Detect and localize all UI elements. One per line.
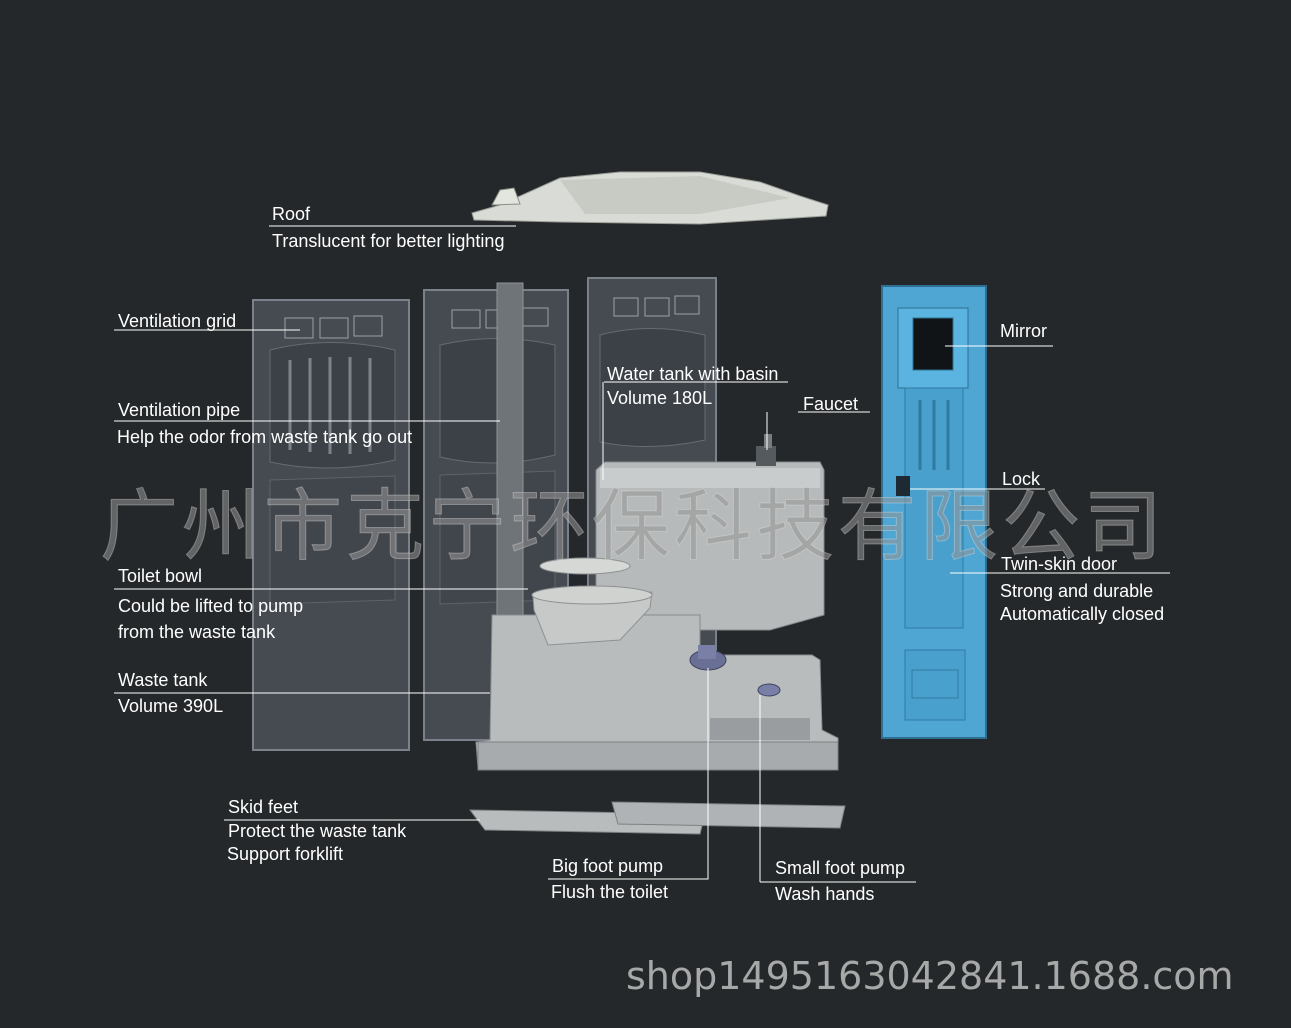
skid-feet-part xyxy=(470,802,845,834)
shop-url-watermark: shop1495163042841.1688.com xyxy=(626,954,1234,998)
ventilation-grid-label: Ventilation grid xyxy=(118,311,236,331)
toilet-bowl-label: Toilet bowl xyxy=(118,566,202,586)
roof-desc: Translucent for better lighting xyxy=(272,231,504,251)
door-label: Twin-skin door xyxy=(1001,554,1117,574)
small-pump-desc: Wash hands xyxy=(775,884,874,904)
water-tank-desc: Volume 180L xyxy=(607,388,712,408)
waste-tank-part xyxy=(476,615,838,770)
big-pump-desc: Flush the toilet xyxy=(551,882,668,902)
water-tank-label: Water tank with basin xyxy=(607,364,778,384)
ventilation-pipe-desc: Help the odor from waste tank go out xyxy=(117,427,412,447)
toilet-bowl-desc-2: from the waste tank xyxy=(118,622,275,642)
skid-feet-label: Skid feet xyxy=(228,797,298,817)
door-desc-2: Automatically closed xyxy=(1000,604,1164,624)
roof-part xyxy=(472,172,828,224)
waste-tank-desc: Volume 390L xyxy=(118,696,223,716)
small-pump-label: Small foot pump xyxy=(775,858,905,878)
toilet-bowl-desc-1: Could be lifted to pump xyxy=(118,596,303,616)
skid-feet-desc-1: Protect the waste tank xyxy=(228,821,406,841)
mirror-label: Mirror xyxy=(1000,321,1047,341)
ventilation-pipe-label: Ventilation pipe xyxy=(118,400,240,420)
big-pump-label: Big foot pump xyxy=(552,856,663,876)
faucet-label: Faucet xyxy=(803,394,858,414)
roof-label: Roof xyxy=(272,204,310,224)
door-desc-1: Strong and durable xyxy=(1000,581,1153,601)
small-pump-part xyxy=(758,684,780,696)
skid-feet-desc-2: Support forklift xyxy=(227,844,343,864)
waste-tank-label: Waste tank xyxy=(118,670,207,690)
lock-label: Lock xyxy=(1002,469,1040,489)
